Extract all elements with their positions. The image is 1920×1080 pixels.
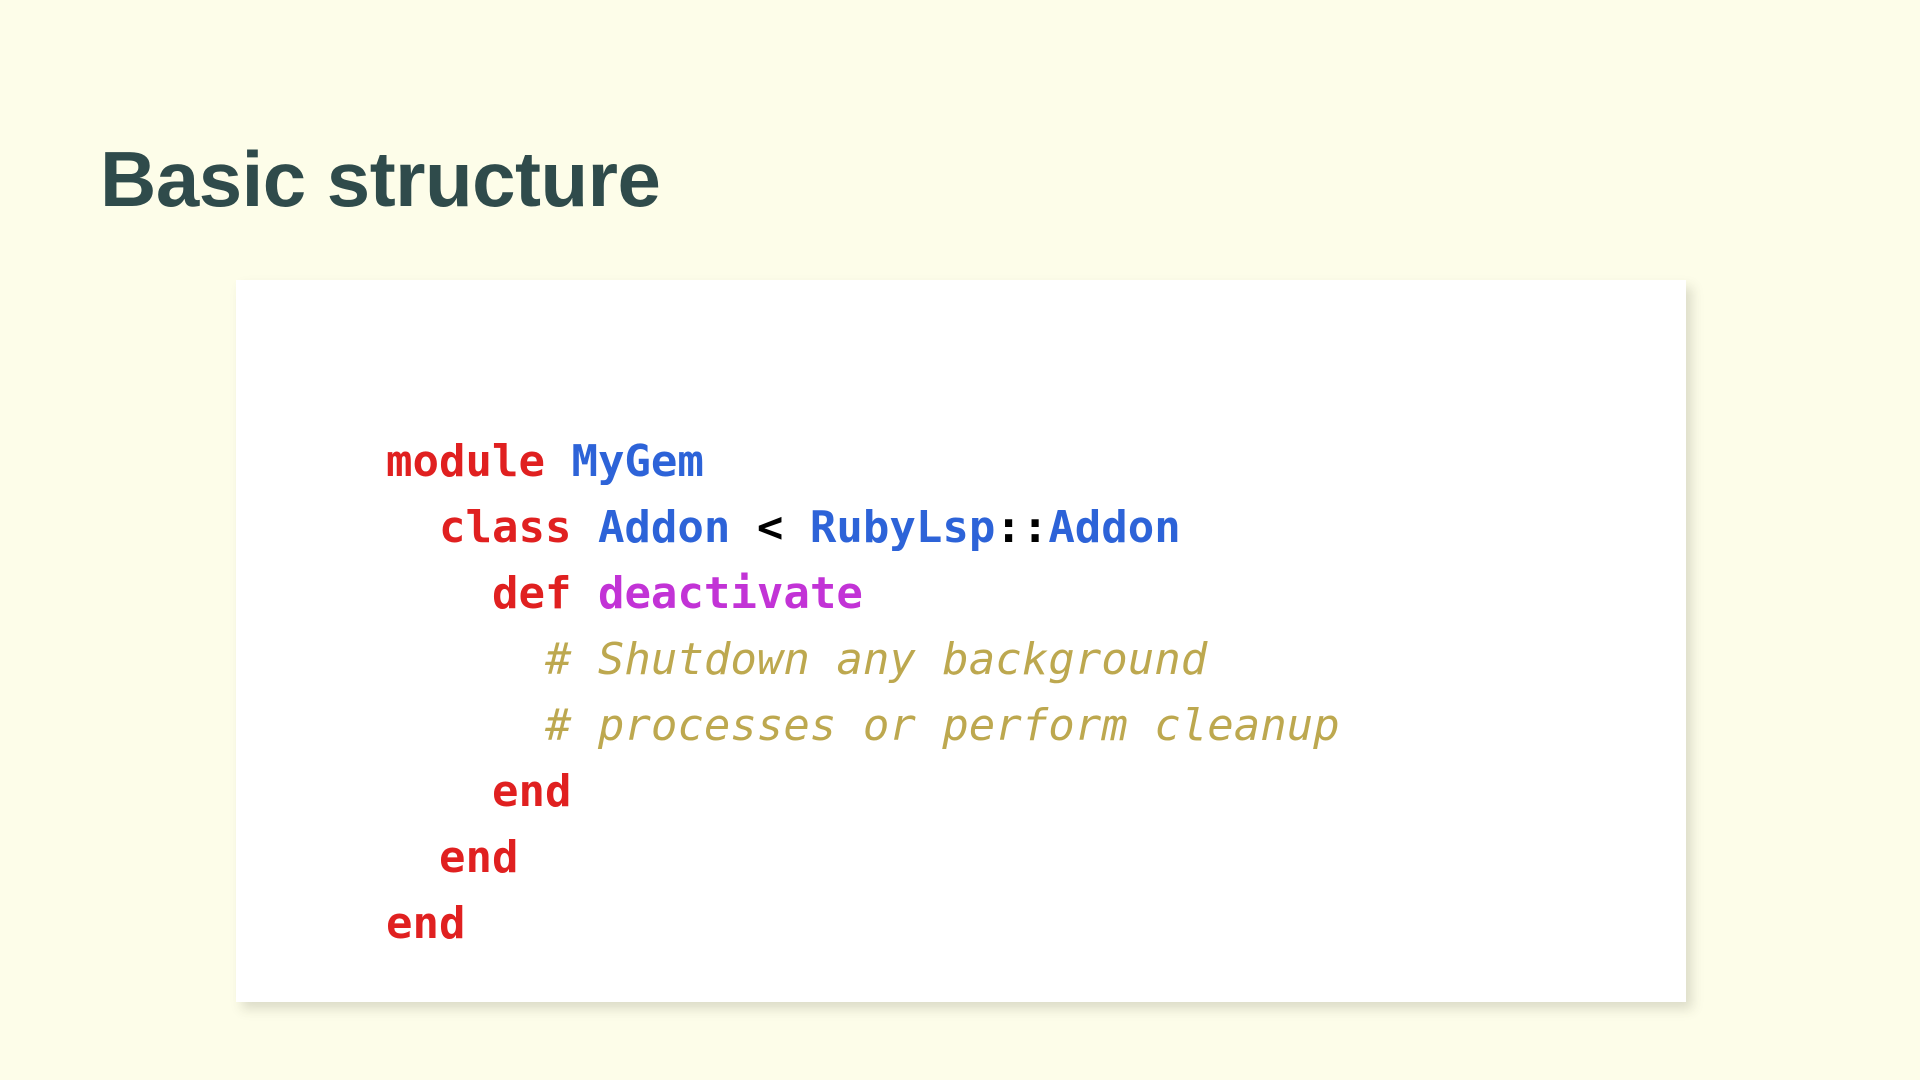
code-token-keyword: class [438, 502, 572, 553]
code-line: end [386, 825, 1340, 891]
code-token-punct: :: [995, 502, 1049, 553]
code-line: end [386, 891, 1340, 957]
code-token-method: deactivate [597, 568, 863, 619]
code-card: module MyGem class Addon < RubyLsp::Addo… [236, 280, 1686, 1002]
code-token-plain [386, 700, 545, 751]
code-line: def deactivate [386, 561, 1340, 627]
code-token-comment: # Shutdown any background [544, 634, 1208, 685]
page-title: Basic structure [100, 135, 661, 224]
code-token-plain [730, 502, 757, 553]
code-token-plain [571, 502, 598, 553]
code-token-operator: < [756, 502, 784, 553]
code-token-keyword: module [386, 436, 545, 487]
code-line: end [386, 759, 1340, 825]
code-line: module MyGem [386, 429, 1340, 495]
code-token-constant: MyGem [571, 436, 704, 487]
code-token-plain [386, 832, 439, 883]
code-line: class Addon < RubyLsp::Addon [386, 495, 1340, 561]
code-line: # processes or perform cleanup [386, 693, 1340, 759]
code-line: # Shutdown any background [386, 627, 1340, 693]
code-token-plain [386, 502, 439, 553]
code-token-plain [545, 436, 572, 487]
code-token-keyword: end [438, 832, 519, 883]
code-block: module MyGem class Addon < RubyLsp::Addo… [386, 429, 1340, 957]
code-token-plain [571, 568, 598, 619]
code-token-constant: Addon [1048, 502, 1181, 553]
code-token-plain [386, 634, 545, 685]
code-token-constant: RubyLsp [809, 502, 996, 553]
code-token-plain [386, 568, 492, 619]
code-token-keyword: end [386, 898, 466, 949]
code-token-comment: # processes or perform cleanup [544, 700, 1340, 751]
code-token-plain [783, 502, 810, 553]
code-token-keyword: def [491, 568, 572, 619]
code-token-constant: Addon [597, 502, 731, 553]
code-token-keyword: end [491, 766, 572, 817]
code-token-plain [386, 766, 492, 817]
